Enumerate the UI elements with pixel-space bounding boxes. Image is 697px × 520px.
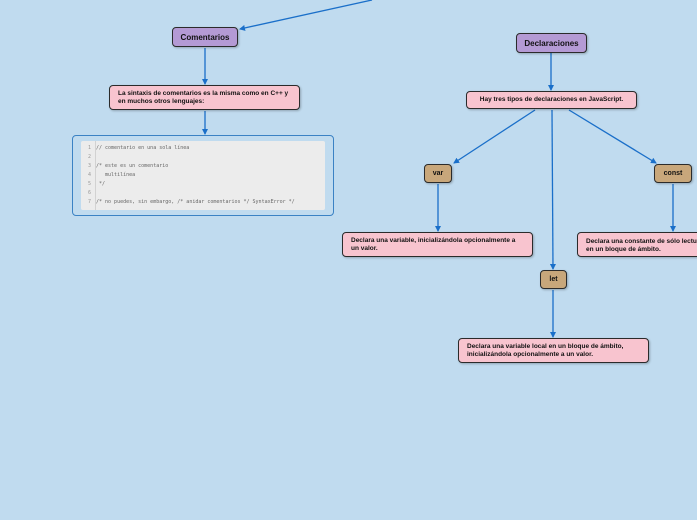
line-number: 7 [87,199,91,205]
code-text: // comentario en una sola línea [96,145,190,151]
line-number: 6 [87,190,91,196]
node-let-desc[interactable]: Declara una variable local en un bloque … [458,338,649,363]
node-let[interactable]: let [540,270,567,289]
node-const[interactable]: const [654,164,692,183]
code-text: */ [96,181,106,187]
node-comentarios-desc[interactable]: La sintaxis de comentarios es la misma c… [109,85,300,110]
connector-tipos-let [549,109,556,270]
node-const-desc[interactable]: Declara una constante de sólo lectura en… [577,232,697,257]
connector-incoming-comentarios [239,0,373,31]
node-comentarios[interactable]: Comentarios [172,27,238,47]
node-declaraciones[interactable]: Declaraciones [516,33,587,53]
code-line: 7 /* no puedes, sin embargo, /* anidar co… [81,198,295,207]
code-line: 6 [81,189,96,198]
line-number-gutter [95,141,96,210]
code-line: 2 [81,153,96,162]
code-line: 1 // comentario en una sola línea [81,144,189,153]
node-tipos-declaraciones[interactable]: Hay tres tipos de declaraciones en JavaS… [466,91,637,109]
code-text: multilínea [96,172,136,178]
code-block[interactable]: 1 // comentario en una sola línea 2 3 /* e… [72,135,334,216]
line-number: 3 [87,163,91,169]
line-number: 4 [87,172,91,178]
connector-tipos-var [453,109,536,164]
connector-tipos-const [568,109,657,164]
line-number: 2 [87,154,91,160]
line-number: 5 [87,181,91,187]
code-text: /* este es un comentario [96,163,169,169]
node-var[interactable]: var [424,164,452,183]
code-text: /* no puedes, sin embargo, /* anidar com… [96,199,295,205]
node-var-desc[interactable]: Declara una variable, inicializándola op… [342,232,533,257]
code-line: 4 multilínea [81,171,135,180]
code-editor: 1 // comentario en una sola línea 2 3 /* e… [81,141,325,210]
line-number: 1 [87,145,91,151]
code-line: 5 */ [81,180,105,189]
code-line: 3 /* este es un comentario [81,162,168,171]
